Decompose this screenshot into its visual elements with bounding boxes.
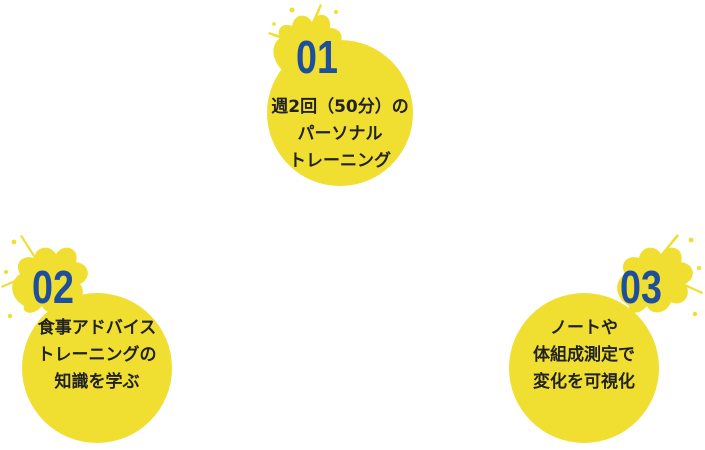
feature-number: 02 [32,261,74,313]
feature-circle [267,40,413,186]
feature-label: 食事アドバイス トレーニングの 知識を学ぶ [22,315,172,396]
feature-label-line: 知識を学ぶ [54,372,140,392]
feature-circle [509,293,659,443]
feature-circle [22,293,172,443]
feature-label-line: 週2回（50分）の [271,97,409,117]
feature-label-line: 食事アドバイス [37,318,157,338]
feature-label-line: トレーニングの [37,345,157,365]
feature-label: 週2回（50分）の パーソナル トレーニング [267,94,413,175]
feature-label-line: パーソナル [297,124,383,144]
paint-splash-icon [1,235,88,319]
feature-label-line: トレーニング [289,151,391,171]
feature-label-line: 変化を可視化 [533,372,635,392]
feature-label-line: ノートや [550,318,618,338]
feature-label-line: 体組成測定で [533,345,635,365]
feature-label: ノートや 体組成測定で 変化を可視化 [509,315,659,396]
feature-number: 01 [296,31,338,83]
paint-splash-icon [617,234,703,317]
feature-number: 03 [620,261,662,313]
